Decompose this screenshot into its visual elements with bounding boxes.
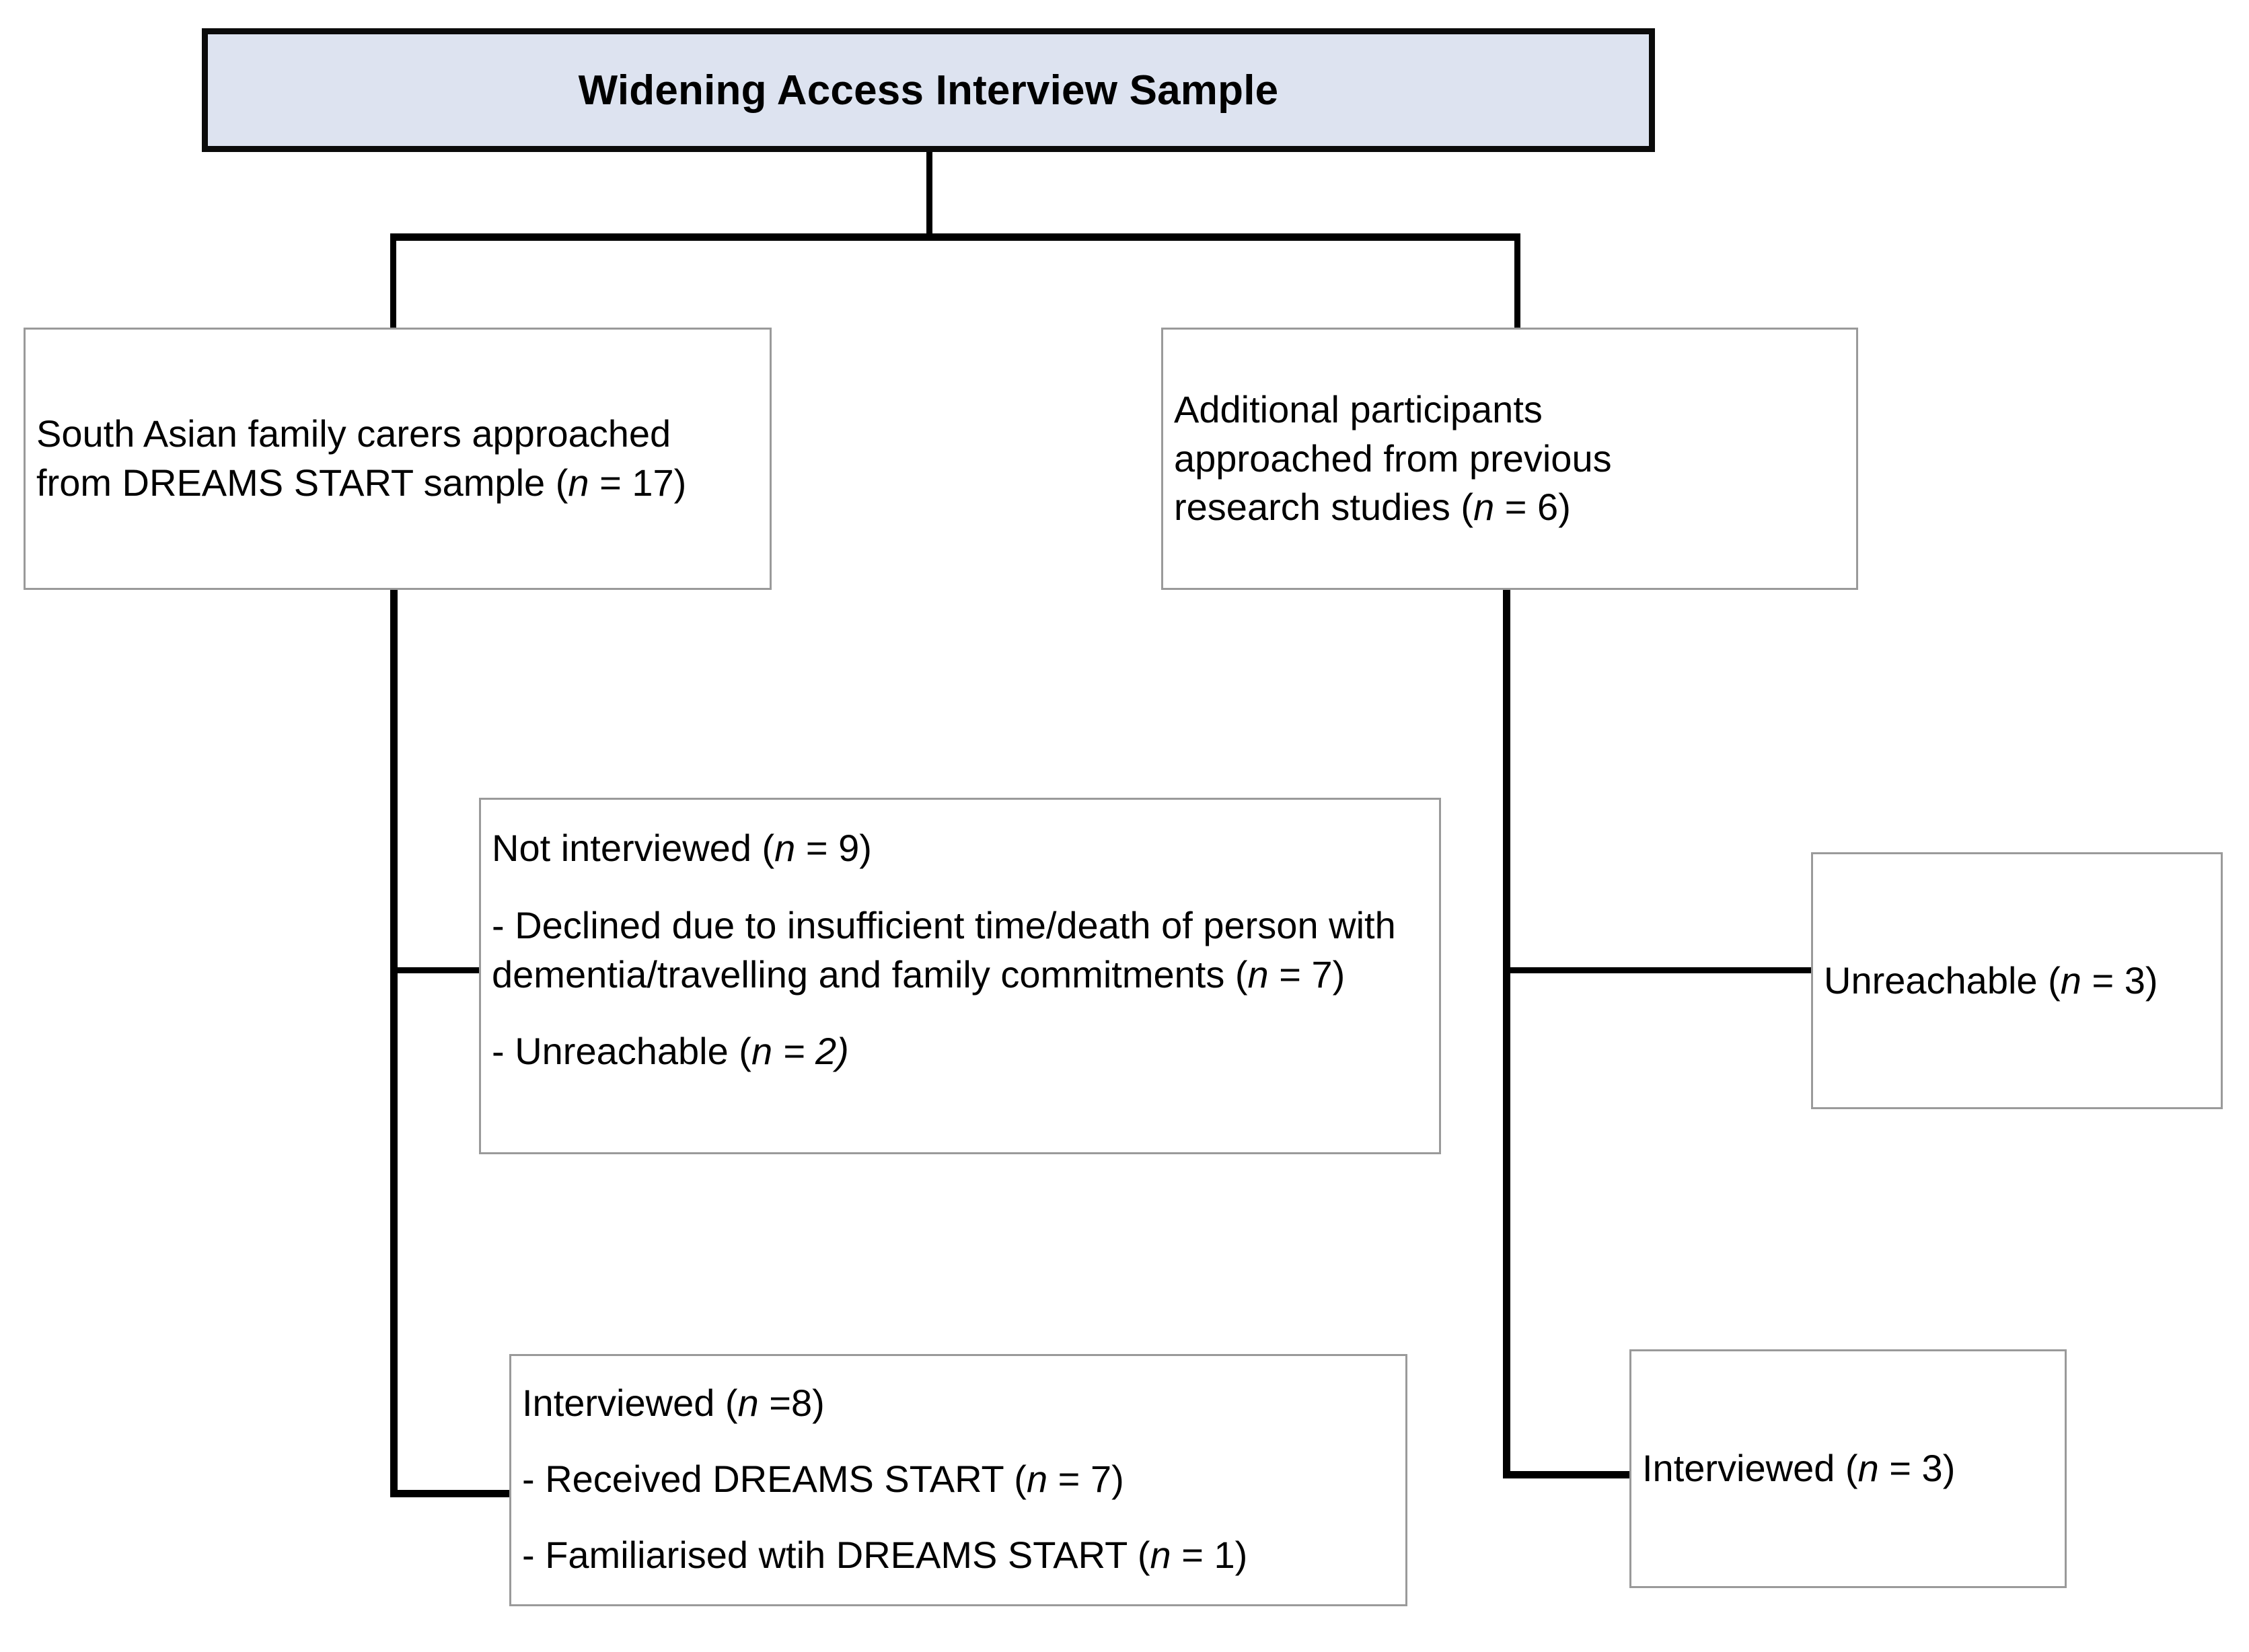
connector-root-to-right-source [1514,233,1520,328]
not-interviewed-item1-post: = 7) [1268,952,1345,996]
node-unreachable-right: Unreachable (n = 3) [1811,852,2223,1109]
left-source-line2-post: = 17) [589,461,687,504]
not-interviewed-heading-post: = 9) [795,827,872,869]
connector-right-to-interviewed [1503,1471,1634,1478]
interviewed-left-item2-pre: - Familiarised wtih DREAMS START ( [522,1533,1150,1576]
node-interviewed-right-text: Interviewed (n = 3) [1631,1444,2065,1493]
not-interviewed-heading-pre: Not interviewed ( [492,827,775,869]
n-symbol: n [774,827,796,869]
n-symbol: n [737,1382,759,1424]
node-left-source: South Asian family carers approached from… [24,328,772,590]
n-symbol: n [751,1030,773,1073]
page-title: Widening Access Interview Sample [578,67,1279,114]
interviewed-left-item1-pre: - Received DREAMS START ( [522,1457,1027,1500]
interviewed-right-post: = 3) [1878,1447,1956,1490]
node-root-title: Widening Access Interview Sample [202,28,1655,152]
connector-left-to-interviewed [390,1490,515,1497]
interviewed-left-heading-post: =8) [758,1382,825,1424]
interviewed-left-heading-pre: Interviewed ( [522,1382,738,1424]
n-symbol: n [1247,952,1269,996]
not-interviewed-item2-pre: - Unreachable ( [492,1030,751,1073]
interviewed-left-heading: Interviewed (n =8) [511,1379,1405,1428]
connector-root-to-left-source [390,233,396,328]
right-source-line2: approached from previous [1174,437,1612,480]
connector-root-bus [390,233,1520,241]
right-source-line3-post: = 6) [1494,486,1571,529]
interviewed-left-item-familiarised: - Familiarised wtih DREAMS START (n = 1) [511,1531,1405,1580]
not-interviewed-item2-post: = 2) [772,1030,849,1073]
interviewed-right-pre: Interviewed ( [1642,1447,1858,1490]
n-symbol: n [1473,486,1495,529]
n-symbol: n [568,461,589,504]
connector-right-to-unreachable [1503,967,1812,973]
node-unreachable-right-text: Unreachable (n = 3) [1813,956,2221,1006]
node-right-source: Additional participants approached from p… [1161,328,1858,590]
node-interviewed-right: Interviewed (n = 3) [1629,1349,2067,1588]
node-not-interviewed: Not interviewed (n = 9) - Declined due t… [479,798,1441,1154]
node-interviewed-left: Interviewed (n =8) - Received DREAMS STA… [509,1354,1407,1606]
unreachable-right-pre: Unreachable ( [1824,959,2061,1002]
unreachable-right-post: = 3) [2081,959,2158,1002]
n-symbol: n [1857,1447,1879,1490]
node-left-source-text: South Asian family carers approached from… [26,410,770,508]
n-symbol: n [1026,1457,1048,1500]
connector-left-spine [390,589,398,1496]
n-symbol: n [2060,959,2081,1002]
left-source-line1: South Asian family carers approached [36,412,671,455]
interviewed-left-item-received: - Received DREAMS START (n = 7) [511,1455,1405,1504]
connector-left-to-not-interviewed [390,967,484,973]
not-interviewed-item-unreachable: - Unreachable (n = 2) [481,1027,1439,1076]
interviewed-left-item1-post: = 7) [1047,1457,1124,1500]
right-source-line3-pre: research studies ( [1174,486,1474,529]
interviewed-left-item2-post: = 1) [1171,1533,1248,1576]
node-right-source-text: Additional participants approached from p… [1163,385,1856,532]
connector-right-spine [1503,589,1510,1477]
n-symbol: n [1150,1533,1171,1576]
connector-root-stem [926,151,932,239]
not-interviewed-item-declined: - Declined due to insufficient time/deat… [481,901,1439,1000]
right-source-line1: Additional participants [1174,387,1543,430]
left-source-line2-pre: from DREAMS START sample ( [36,461,568,504]
not-interviewed-item1-pre: - Declined due to insufficient time/deat… [492,903,1396,996]
not-interviewed-heading: Not interviewed (n = 9) [481,824,1439,873]
